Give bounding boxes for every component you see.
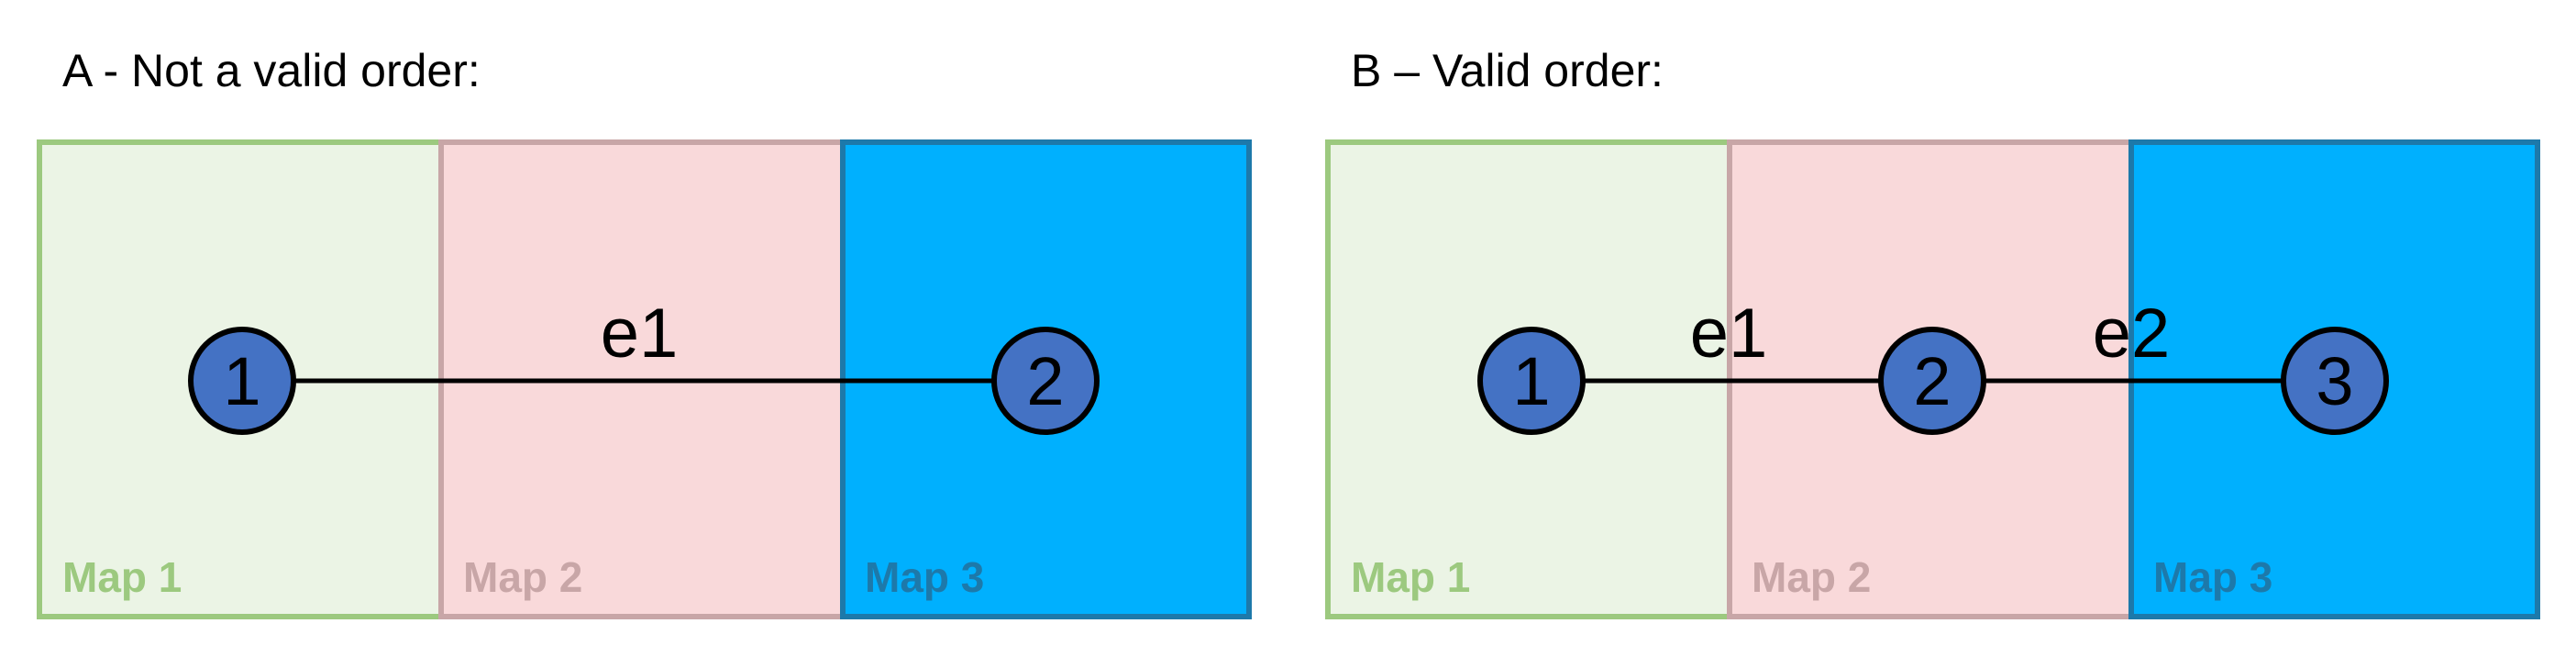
panel-a: Map 1 Map 2 Map 3 e1 1 2: [37, 139, 1252, 619]
panel-a-map-3-label: Map 3: [865, 553, 984, 601]
panel-b-edge-e2-label: e2: [2093, 295, 2171, 373]
panel-b-title: B – Valid order:: [1351, 45, 1664, 96]
panel-a-map-2-label: Map 2: [463, 553, 582, 601]
panel-b: Map 1 Map 2 Map 3 e1 e2 1 2 3: [1325, 139, 2540, 619]
panel-b-map-3-label: Map 3: [2153, 553, 2272, 601]
panel-b-edge-e1-label: e1: [1690, 295, 1768, 373]
panel-b-node-3-label: 3: [2316, 343, 2353, 419]
panel-a-node-1: [188, 327, 296, 435]
panel-b-node-2-label: 2: [1913, 343, 1951, 419]
panel-a-title: A - Not a valid order:: [62, 45, 481, 96]
panel-a-map-1-label: Map 1: [62, 553, 182, 601]
panel-b-map-1-label: Map 1: [1351, 553, 1470, 601]
panel-b-node-1-label: 1: [1512, 343, 1550, 419]
panel-a-node-2-label: 2: [1026, 343, 1064, 419]
panel-b-node-2: [1878, 327, 1986, 435]
panel-b-node-3: [2281, 327, 2389, 435]
panel-a-node-2: [991, 327, 1100, 435]
panel-b-node-1: [1477, 327, 1586, 435]
panel-b-map-2-label: Map 2: [1752, 553, 1871, 601]
panel-a-edge-e1-label: e1: [601, 295, 679, 373]
panel-a-node-1-label: 1: [223, 343, 260, 419]
